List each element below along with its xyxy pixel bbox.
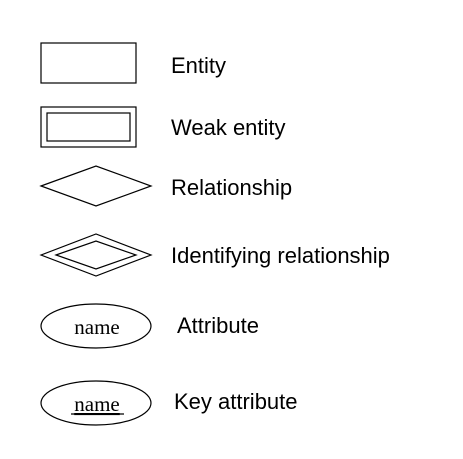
weak-entity-inner-rectangle-symbol [46, 112, 131, 142]
attribute-name-text: name [74, 315, 119, 339]
weak-entity-label: Weak entity [171, 115, 286, 140]
legend-row-relationship: Relationship [39, 165, 292, 207]
entity-label: Entity [171, 53, 226, 78]
legend-row-identifying-relationship: Identifying relationship [39, 233, 390, 277]
legend-row-key-attribute: name Key attribute [40, 380, 298, 426]
relationship-label: Relationship [171, 175, 292, 200]
entity-rectangle-symbol [40, 42, 137, 84]
legend-row-attribute: name Attribute [40, 303, 259, 349]
relationship-diamond-symbol [39, 165, 153, 207]
legend-row-weak-entity: Weak entity [40, 106, 286, 148]
key-attribute-label: Key attribute [174, 389, 298, 414]
attribute-ellipse-symbol [40, 303, 152, 349]
attribute-label: Attribute [177, 313, 259, 338]
identifying-relationship-label: Identifying relationship [171, 243, 390, 268]
identifying-relationship-inner-diamond-symbol [54, 240, 138, 270]
key-attribute-name-text: name [74, 392, 119, 416]
legend-row-entity: Entity [40, 42, 226, 84]
